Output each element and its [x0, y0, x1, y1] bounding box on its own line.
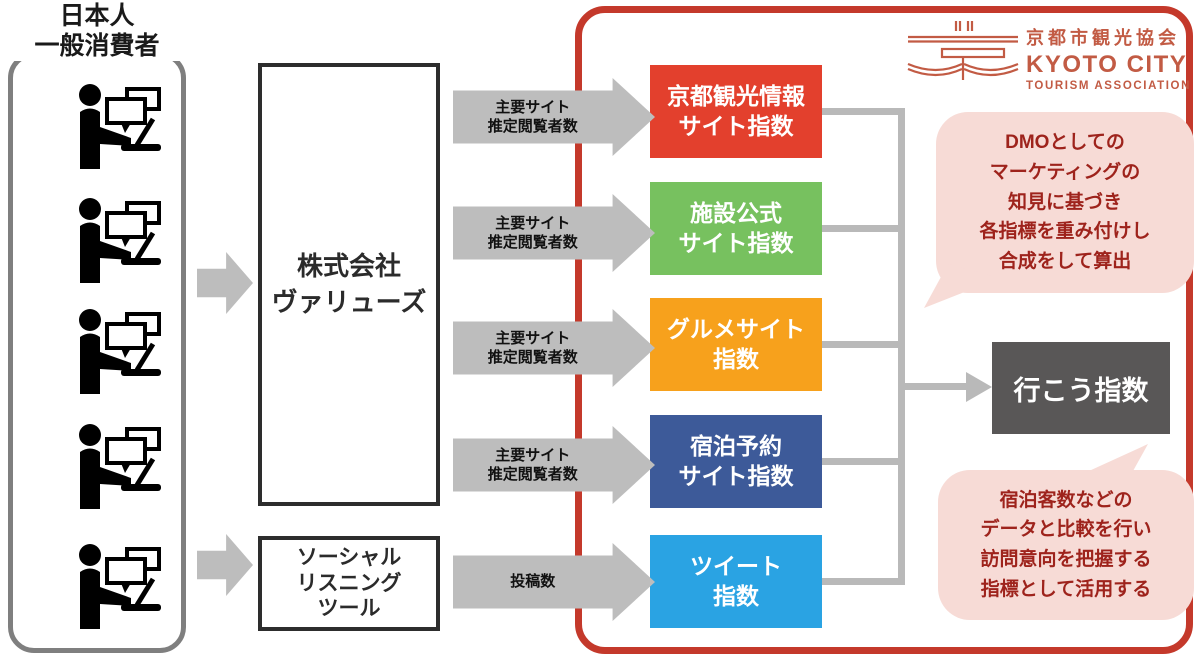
index-box-gourmet: グルメサイト 指数 [650, 298, 822, 391]
arrow-shape [453, 78, 655, 156]
index-label: 施設公式 サイト指数 [678, 199, 794, 256]
index-label: 宿泊予約 サイト指数 [678, 432, 794, 489]
arrow-shape [453, 543, 655, 621]
output-index-label: 行こう指数 [1013, 375, 1149, 406]
index-box-tweet: ツイート 指数 [650, 535, 822, 628]
values-company-label: 株式会社 ヴァリューズ [271, 251, 427, 317]
connector-stub-3 [818, 341, 905, 348]
note-weighting-bubble-tail [924, 264, 1000, 308]
index-box-official-site: 施設公式 サイト指数 [650, 182, 822, 275]
connector-stub-5 [818, 578, 905, 585]
person-at-computer-icon [79, 84, 161, 169]
arrow-consumers-to-social [197, 534, 253, 596]
logo-en-line2: TOURISM ASSOCIATION [1026, 80, 1191, 92]
connector-to-output [898, 383, 968, 390]
arrow-consumers-to-values [197, 252, 253, 314]
kyoto-city-tourism-logo: 京都市観光協会 KYOTO CITY TOURISM ASSOCIATION [906, 18, 1190, 96]
note-usage-text: 宿泊客数などの データと比較を行い 訪問意向を把握する 指標として活用する [980, 489, 1152, 600]
logo-jp-text: 京都市観光協会 [1026, 28, 1180, 48]
arrow-shape [453, 194, 655, 272]
flow-arrow-label: 投稿数 [510, 573, 556, 591]
connector-vertical-line [898, 108, 905, 585]
output-arrowhead-icon [966, 372, 992, 402]
connector-stub-4 [818, 458, 905, 465]
note-weighting-text: DMOとしての マーケティングの 知見に基づき 各指標を重み付けし 合成をして算… [979, 132, 1151, 272]
consumers-title: 日本人 一般消費者 [14, 2, 180, 61]
index-box-lodging: 宿泊予約 サイト指数 [650, 415, 822, 508]
flow-arrow-label: 主要サイト 推定閲覧者数 [487, 98, 578, 136]
person-at-computer-icon [79, 544, 161, 629]
index-label: グルメサイト 指数 [667, 315, 805, 372]
index-box-kyoto-info: 京都観光情報 サイト指数 [650, 65, 822, 158]
social-listening-box: ソーシャル リスニング ツール [258, 536, 440, 631]
person-at-computer-icon [79, 424, 161, 509]
connector-stub-2 [818, 225, 905, 232]
flow-arrow-official-site: 主要サイト 推定閲覧者数 [453, 194, 655, 272]
values-company-box: 株式会社 ヴァリューズ [258, 63, 440, 506]
note-usage-bubble: 宿泊客数などの データと比較を行い 訪問意向を把握する 指標として活用する [938, 470, 1194, 620]
person-at-computer-icon [79, 309, 161, 394]
flow-arrow-lodging: 主要サイト 推定閲覧者数 [453, 426, 655, 504]
kyoto-logo-mark-icon [907, 21, 1019, 80]
arrow-shape [453, 309, 655, 387]
flow-arrow-label: 主要サイト 推定閲覧者数 [487, 329, 578, 367]
arrow-shape [453, 426, 655, 504]
output-index-box: 行こう指数 [992, 342, 1170, 434]
flow-arrow-gourmet: 主要サイト 推定閲覧者数 [453, 309, 655, 387]
connector-stub-1 [818, 108, 905, 115]
note-usage-bubble-tail [1078, 444, 1148, 480]
note-weighting-bubble: DMOとしての マーケティングの 知見に基づき 各指標を重み付けし 合成をして算… [936, 112, 1194, 293]
social-listening-label: ソーシャル リスニング ツール [296, 546, 402, 621]
index-label: 京都観光情報 サイト指数 [667, 82, 805, 139]
index-label: ツイート 指数 [690, 552, 782, 609]
logo-en-line1: KYOTO CITY [1026, 51, 1188, 78]
flow-arrow-posts: 投稿数 [453, 543, 655, 621]
flow-arrow-label: 主要サイト 推定閲覧者数 [487, 214, 578, 252]
flow-arrow-label: 主要サイト 推定閲覧者数 [487, 446, 578, 484]
logo-text: 京都市観光協会 KYOTO CITY TOURISM ASSOCIATION [1026, 24, 1190, 92]
person-at-computer-icon [79, 198, 161, 283]
flow-arrow-kyoto-info: 主要サイト 推定閲覧者数 [453, 78, 655, 156]
